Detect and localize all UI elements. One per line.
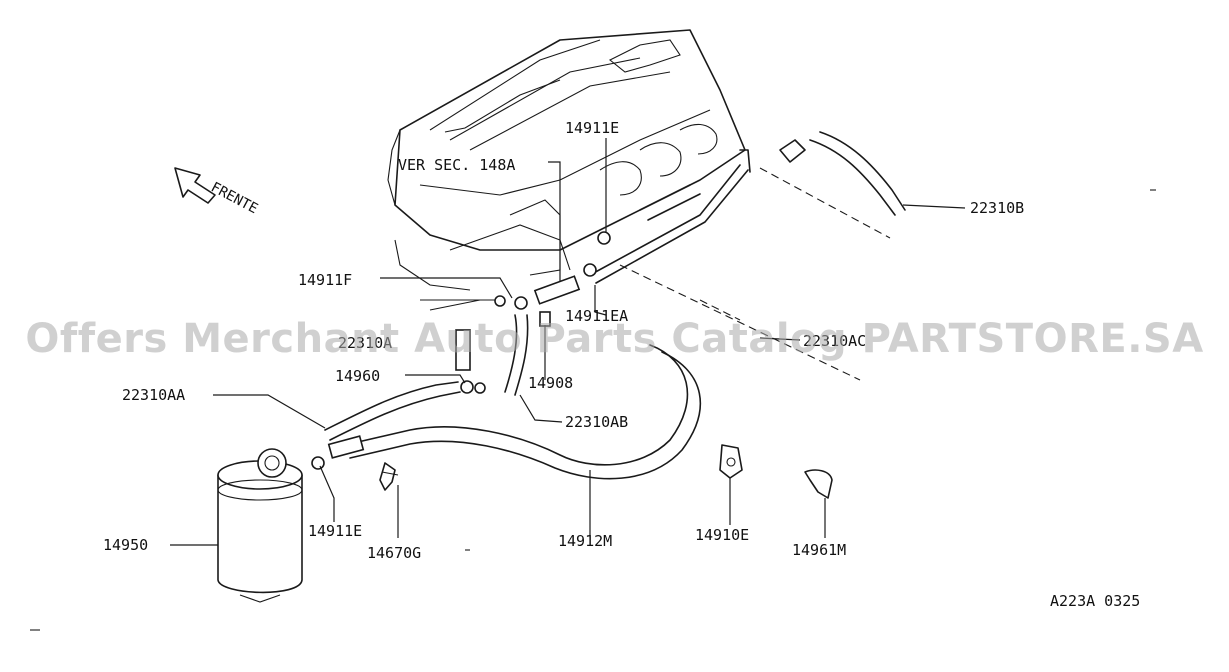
leader-lines [170,138,966,546]
clip-14961m [804,469,833,499]
hose-14912m [324,344,702,480]
label-14910e: 14910E [695,526,749,544]
clip-14670g [379,462,399,491]
label-22310aa: 22310AA [122,386,185,404]
label-14911ea: 14911EA [565,307,628,325]
label-14670g: 14670G [367,544,421,562]
label-14961m: 14961M [792,541,846,559]
ref-note: VER SEC. 148A [398,156,515,174]
canister-14950 [217,448,325,603]
label-14960: 14960 [335,367,380,385]
label-14911e-bottom: 14911E [308,522,362,540]
label-14912m: 14912M [558,532,612,550]
front-direction-arrow [174,167,216,204]
label-22310ab: 22310AB [565,413,628,431]
label-14911f: 14911F [298,271,352,289]
scan-marks [30,189,1156,631]
label-14911e-top: 14911E [565,119,619,137]
upper-hoses [455,149,751,396]
frente-label: FRENTE [208,179,260,217]
label-22310b: 22310B [970,199,1024,217]
label-14950: 14950 [103,536,148,554]
label-22310a: 22310A [338,334,392,352]
engine-block [387,29,746,311]
hose-22310b [619,131,906,381]
drawing-code: A223A 0325 [1050,592,1140,610]
label-22310ac: 22310AC [803,332,866,350]
label-14908: 14908 [528,374,573,392]
clip-14910e [719,444,743,479]
